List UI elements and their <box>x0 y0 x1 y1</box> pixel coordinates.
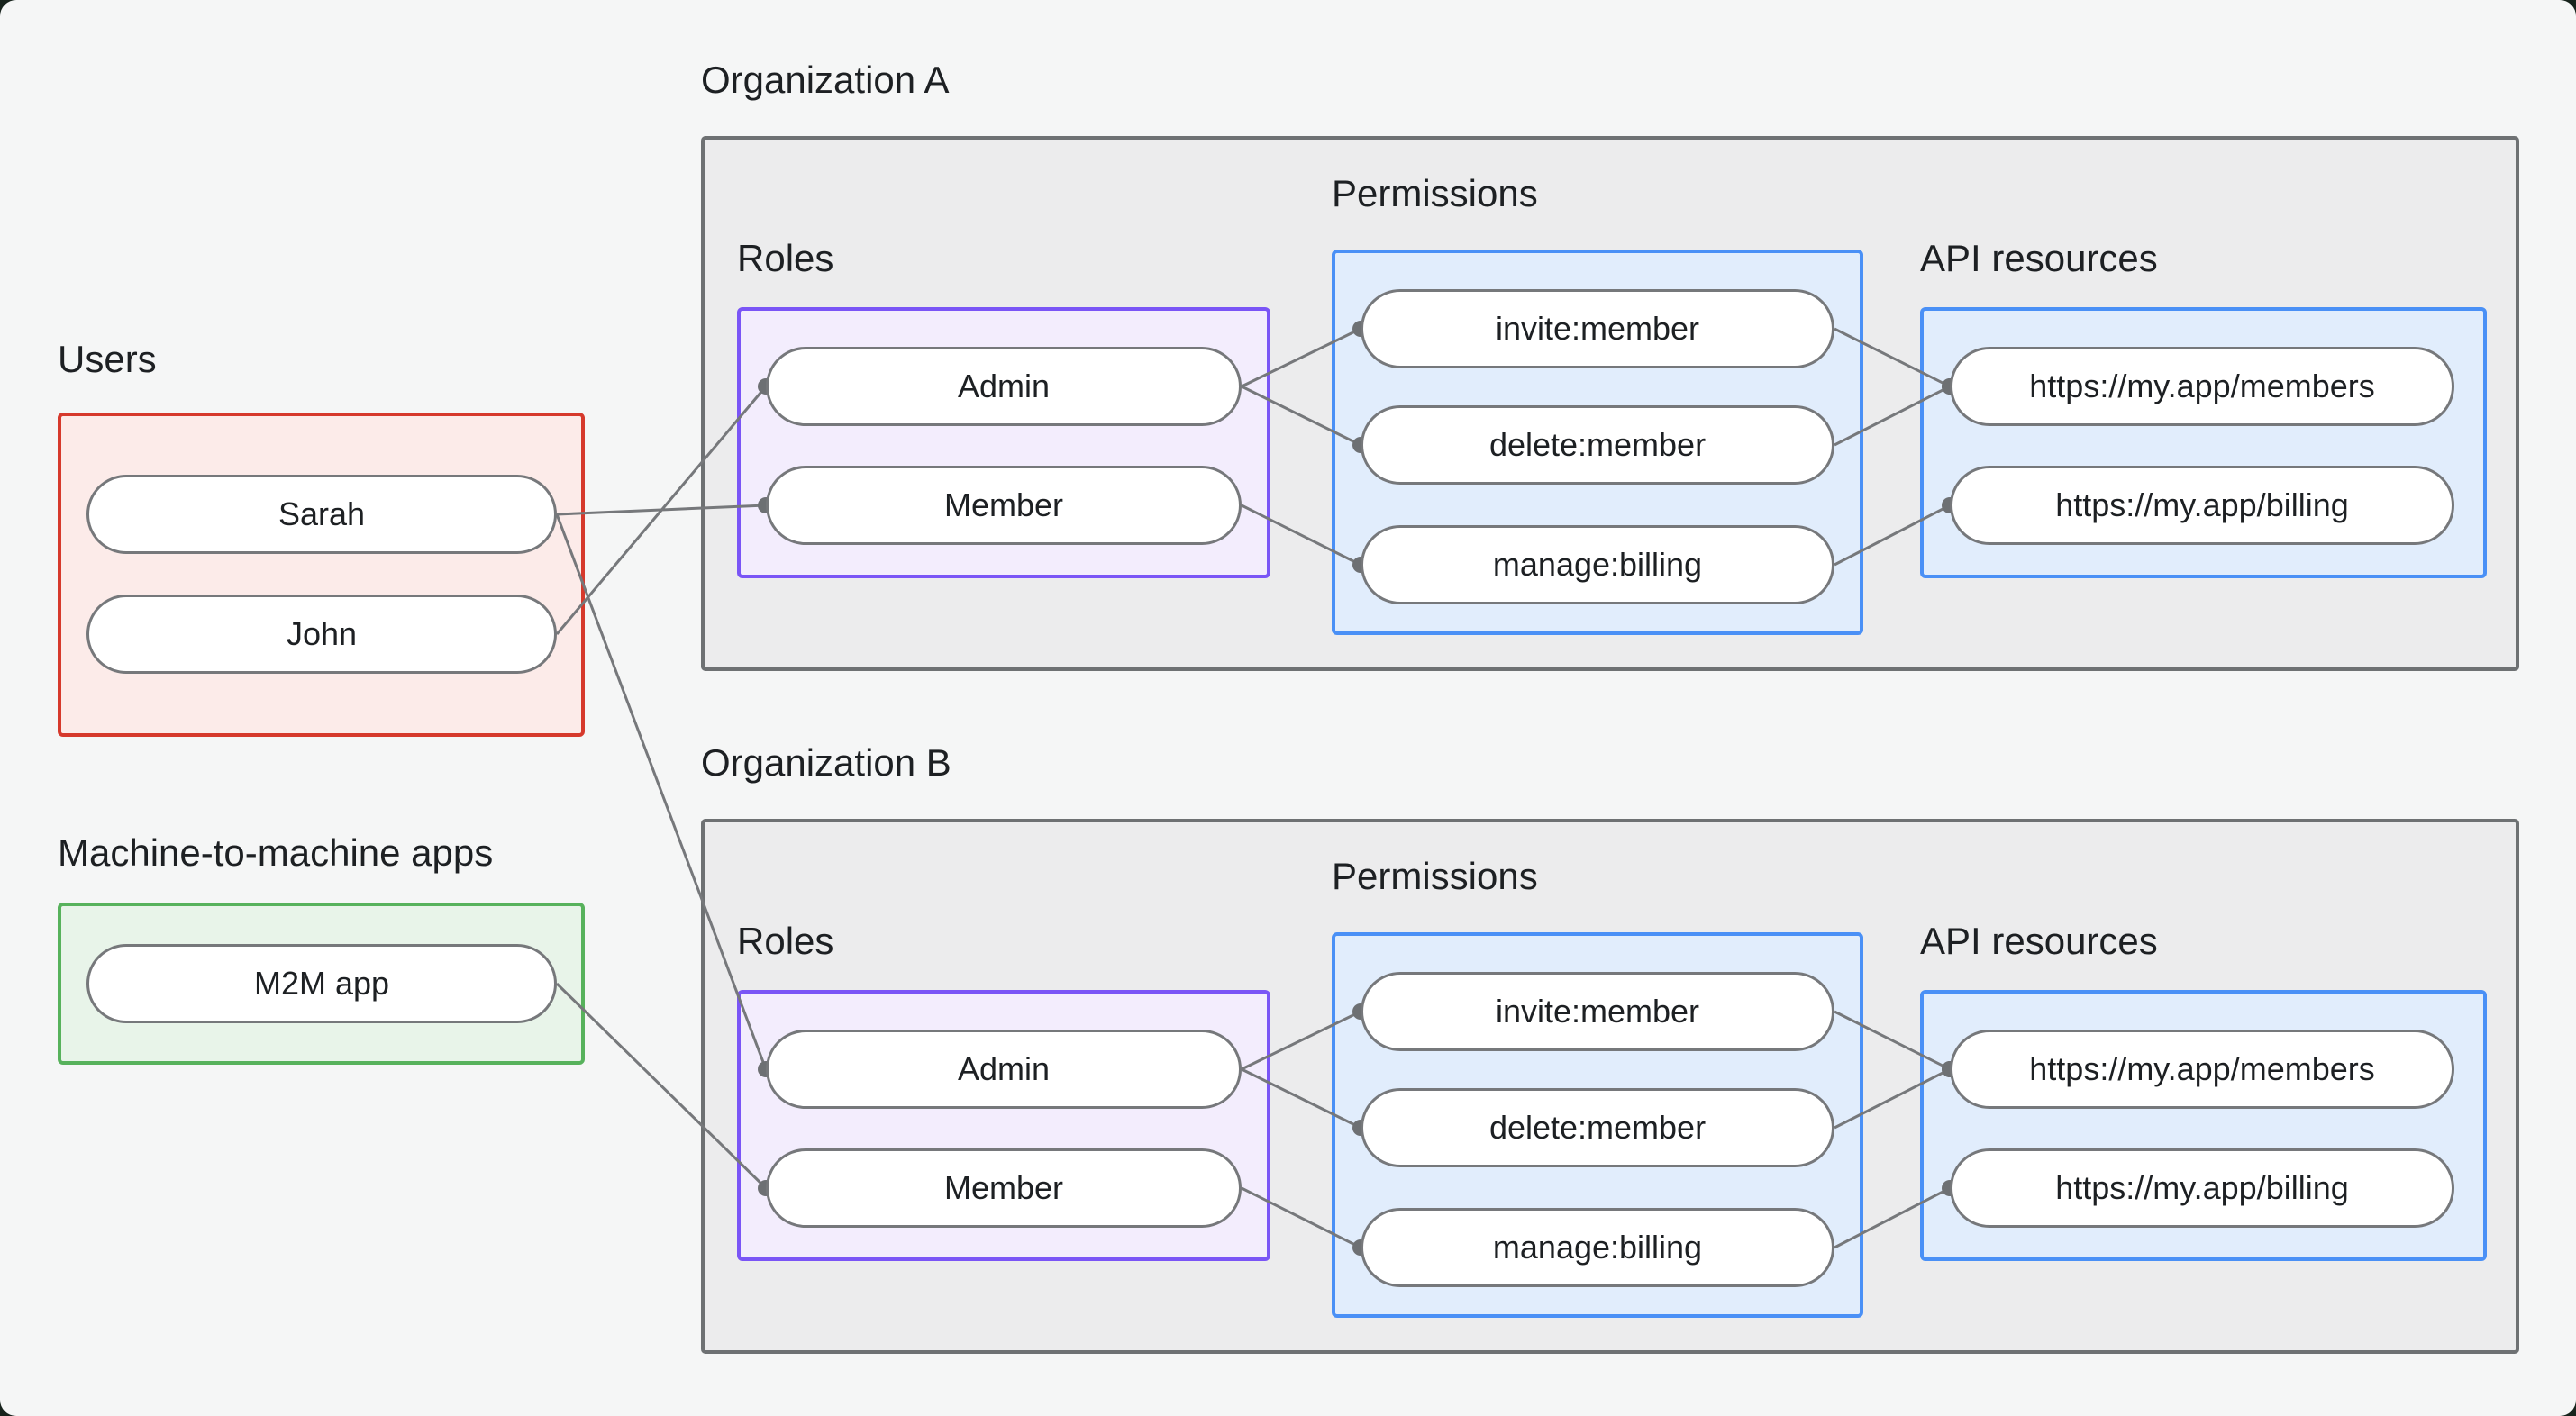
connection-line <box>1241 1010 1361 1071</box>
org-b-api-billing-node: https://my.app/billing <box>1950 1148 2454 1228</box>
user-node-sarah: Sarah <box>86 475 557 554</box>
connection-line <box>1241 1067 1361 1130</box>
connection-line <box>1241 504 1361 567</box>
org-a-permission-delete-member-node: delete:member <box>1361 405 1834 485</box>
m2m-app-node: M2M app <box>86 944 557 1023</box>
m2m-group-label: Machine-to-machine apps <box>58 831 494 874</box>
connection-line <box>1834 327 1951 388</box>
org-a-permission-invite-member-node: invite:member <box>1361 289 1834 368</box>
org-a-permissions-label: Permissions <box>1332 172 1538 214</box>
connection-line <box>1834 1010 1951 1071</box>
connection-line <box>1241 385 1361 447</box>
organization-b-label: Organization B <box>701 741 951 784</box>
connection-line <box>1834 385 1951 447</box>
connection-line <box>555 982 768 1190</box>
org-b-role-admin-node: Admin <box>766 1030 1242 1109</box>
org-b-permission-delete-member-node: delete:member <box>1361 1088 1834 1167</box>
connection-line <box>1241 1186 1361 1249</box>
connection-line <box>1834 504 1951 567</box>
connection-line <box>1241 327 1361 388</box>
connection-line <box>1834 1067 1951 1130</box>
org-b-permission-invite-member-node: invite:member <box>1361 972 1834 1051</box>
connection-line <box>1834 1186 1951 1249</box>
org-b-permission-manage-billing-node: manage:billing <box>1361 1208 1834 1287</box>
organization-a-label: Organization A <box>701 59 950 101</box>
user-node-john: John <box>86 595 557 674</box>
org-a-api-billing-node: https://my.app/billing <box>1950 466 2454 545</box>
users-group-box <box>58 413 585 737</box>
users-group-label: Users <box>58 338 157 380</box>
org-a-api-resources-label: API resources <box>1920 237 2158 279</box>
org-b-permissions-label: Permissions <box>1332 855 1538 897</box>
org-a-api-members-node: https://my.app/members <box>1950 347 2454 426</box>
connection-line <box>555 386 768 635</box>
org-a-roles-label: Roles <box>737 237 834 279</box>
org-a-role-admin-node: Admin <box>766 347 1242 426</box>
org-a-permission-manage-billing-node: manage:billing <box>1361 525 1834 604</box>
org-b-roles-label: Roles <box>737 920 834 962</box>
org-b-api-members-node: https://my.app/members <box>1950 1030 2454 1109</box>
org-b-api-resources-label: API resources <box>1920 920 2158 962</box>
org-a-role-member-node: Member <box>766 466 1242 545</box>
org-b-role-member-node: Member <box>766 1148 1242 1228</box>
connection-line <box>555 513 768 1070</box>
